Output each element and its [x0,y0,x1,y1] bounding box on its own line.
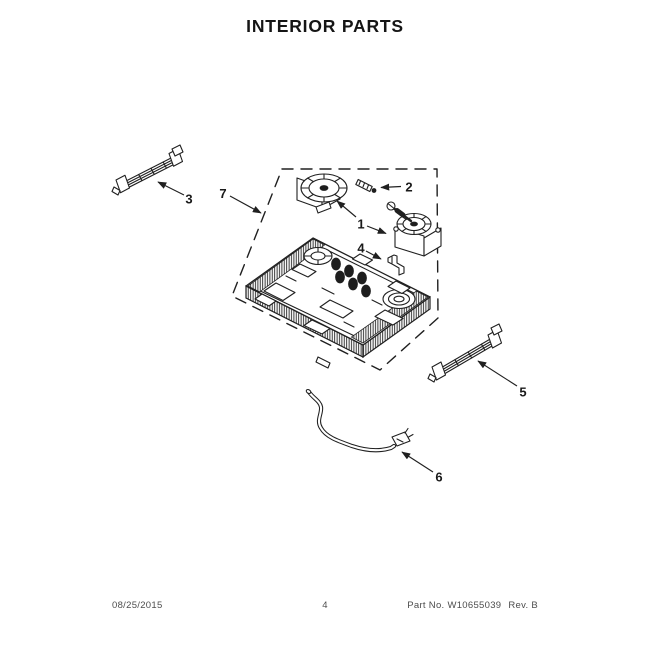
callout-labels: 1 2 3 4 5 6 7 [185,180,526,485]
part-number: W10655039 [447,600,502,611]
internal-fan [303,246,333,266]
fan-screw [386,201,413,223]
callout-1-label: 1 [357,217,364,232]
footer-page-number: 4 [322,600,328,611]
blower-motor-right [386,201,442,257]
revision-label: Rev. B [508,600,538,611]
callout-6-label: 6 [435,470,442,485]
callout-5-label: 5 [519,385,526,400]
mounting-rail-left [111,144,184,196]
leader-arrow-4 [365,250,382,260]
leader-arrow-1a [336,200,357,218]
leader-arrow-3 [157,181,185,196]
wire-connector [391,427,414,447]
page-footer: 08/25/2015 4 Part No. W10655039 Rev. B [0,600,650,616]
blower-motor-left [296,173,348,214]
leader-arrow-7 [229,195,262,214]
wire-harness [305,388,414,453]
callout-7-label: 7 [219,186,226,201]
screw-pin [355,178,377,193]
page-title: INTERIOR PARTS [246,16,404,36]
cooktop-assembly [245,237,431,369]
callout-3-label: 3 [185,192,192,207]
leader-arrow-2 [380,183,402,191]
mounting-clip [387,254,405,276]
mounting-rail-right [427,323,503,383]
footer-part-info: Part No. W10655039 Rev. B [407,600,538,611]
callout-2-label: 2 [405,180,412,195]
circuit-components [254,253,411,335]
dashed-enclosure [231,168,439,371]
capacitor-bank [331,257,371,298]
leader-arrow-6 [401,451,434,473]
footer-date: 08/25/2015 [112,600,163,611]
leader-arrows [157,181,518,473]
callout-4-label: 4 [357,241,365,256]
leader-arrow-1b [366,225,387,235]
leader-arrow-5 [477,360,518,387]
part-label: Part No. [407,600,445,611]
